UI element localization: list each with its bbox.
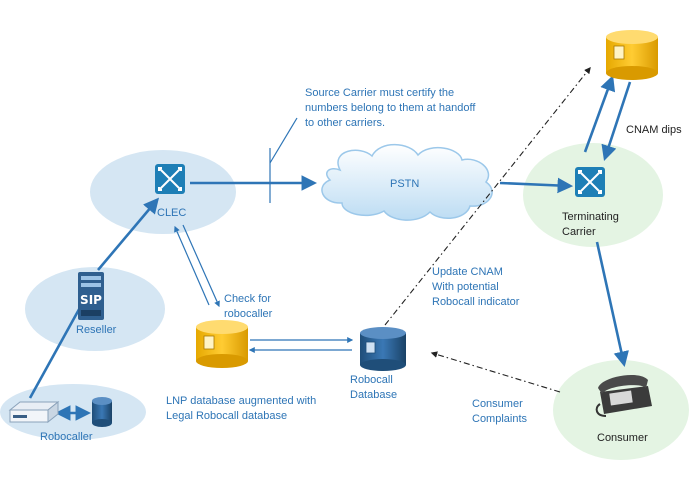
arrow-pstn-to-terminating (499, 177, 574, 194)
sip-label: SIP (80, 293, 102, 307)
lnp-database-icon (196, 320, 248, 368)
note-source-carrier-1: Source Carrier must certify the (305, 87, 454, 99)
sip-server-icon: SIP (78, 272, 104, 320)
arrow-clec-to-lnp (182, 224, 220, 308)
note-update-cnam-3: Robocall indicator (432, 296, 520, 308)
robocall-database-icon (360, 327, 406, 371)
note-update-cnam-2: With potential (432, 281, 499, 293)
note-source-carrier-3: to other carriers. (305, 117, 385, 129)
arrow-reseller-to-clec (97, 197, 160, 271)
clec-router-icon (155, 164, 185, 194)
arrow-lnp-to-clec (174, 225, 210, 306)
terminating-router-icon (575, 167, 605, 197)
label-clec: CLEC (157, 207, 186, 219)
label-terminating-2: Carrier (562, 226, 596, 238)
note-consumer-complaints-1: Consumer (472, 398, 523, 410)
label-reseller: Reseller (76, 324, 117, 336)
note-cnam-dips: CNAM dips (626, 124, 682, 136)
arrow-terminating-to-consumer (595, 241, 629, 368)
note-lnp-1: LNP database augmented with (166, 395, 316, 407)
arrow-terminating-to-cnam-db (583, 75, 616, 153)
pstn-cloud (321, 143, 493, 221)
note-update-cnam-1: Update CNAM (432, 266, 503, 278)
note-check-robocaller-1: Check for (224, 293, 271, 305)
arrow-cnam-db-to-terminating (601, 81, 632, 161)
label-robocall-db-2: Database (350, 389, 397, 401)
note-source-carrier-2: numbers belong to them at handoff (305, 102, 476, 114)
arrow-robocall-db-to-cnam (384, 66, 591, 326)
source-carrier-leader (269, 117, 298, 164)
label-consumer: Consumer (597, 432, 648, 444)
robocaller-device-icon (8, 400, 60, 424)
arrow-consumer-complaints (430, 351, 561, 393)
label-robocall-db-1: Robocall (350, 374, 393, 386)
label-robocaller: Robocaller (40, 431, 93, 443)
note-lnp-2: Legal Robocall database (166, 410, 287, 422)
robocaller-db-icon (92, 397, 112, 427)
cnam-database-icon (606, 30, 658, 80)
note-check-robocaller-2: robocaller (224, 308, 273, 320)
phone-icon (595, 374, 652, 417)
label-pstn: PSTN (390, 178, 419, 190)
note-consumer-complaints-2: Complaints (472, 413, 528, 425)
label-terminating-1: Terminating (562, 211, 619, 223)
